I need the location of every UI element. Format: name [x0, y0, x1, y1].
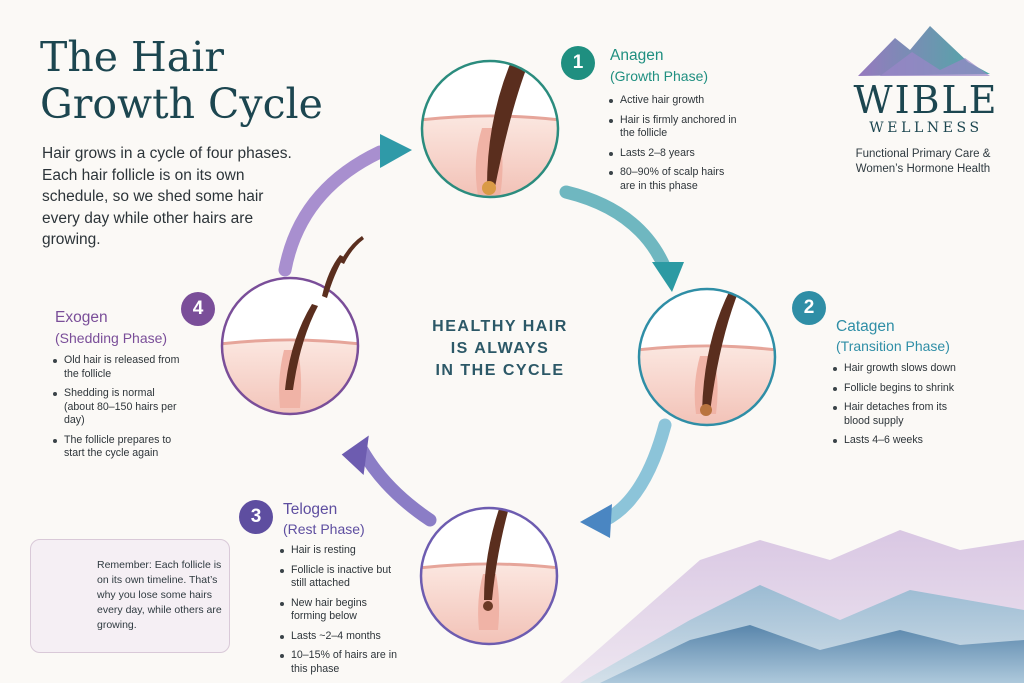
phase-4-number-badge: 4 [181, 292, 215, 326]
phase-1-name: Anagen [610, 47, 664, 64]
center-line-2: IS ALWAYS [450, 340, 550, 357]
phase-1-bullets: Active hair growth Hair is firmly anchor… [609, 94, 739, 199]
list-item: Active hair growth [609, 94, 739, 108]
follicle-anagen [420, 59, 560, 199]
list-item: Hair is firmly anchored in the follicle [609, 114, 739, 141]
follicle-catagen [637, 287, 777, 427]
list-item: Hair is resting [280, 544, 405, 558]
brand-tagline: Functional Primary Care & Women’s Hormon… [838, 147, 1008, 177]
list-item: Lasts 2–8 years [609, 147, 739, 161]
page-title: The Hair Growth Cycle [40, 34, 323, 128]
brand-wordmark: WIBLE [853, 78, 999, 122]
title-line-1: The Hair [40, 33, 224, 81]
phase-2-subtitle: (Transition Phase) [836, 338, 950, 354]
phase-3-number-badge: 3 [239, 500, 273, 534]
list-item: 10–15% of hairs are in this phase [280, 649, 405, 676]
brand-subname: WELLNESS [869, 120, 983, 136]
phase-1-number-badge: 1 [561, 46, 595, 80]
tagline-line-1: Functional Primary Care & [855, 148, 991, 160]
brand-logo-mark [858, 26, 990, 76]
follicle-telogen [419, 506, 559, 646]
reminder-callout: Remember: Each follicle is on its own ti… [30, 539, 230, 653]
list-item: Old hair is released from the follicle [53, 354, 183, 381]
list-item: 80–90% of scalp hairs are in this phase [609, 166, 739, 193]
phase-4-bullets: Old hair is released from the follicle S… [53, 354, 183, 467]
phase-4-subtitle: (Shedding Phase) [55, 330, 168, 346]
title-line-2: Growth Cycle [40, 80, 323, 128]
cycle-arrows [278, 145, 672, 527]
tagline-line-2: Women’s Hormone Health [855, 163, 991, 175]
arrow-heads [341, 134, 684, 538]
phase-3-subtitle: (Rest Phase) [283, 521, 365, 537]
phase-1-subtitle: (Growth Phase) [610, 68, 709, 84]
list-item: Shedding is normal (about 80–150 hairs p… [53, 387, 183, 428]
list-item: Follicle is inactive but still attached [280, 564, 405, 591]
phase-3-name: Telogen [283, 501, 338, 518]
list-item: Lasts ~2–4 months [280, 630, 405, 644]
phase-2-bullets: Hair growth slows down Follicle begins t… [833, 362, 973, 454]
list-item: Hair detaches from its blood supply [833, 401, 973, 428]
list-item: Follicle begins to shrink [833, 382, 973, 396]
center-message: HEALTHY HAIR IS ALWAYS IN THE CYCLE [413, 316, 587, 382]
center-line-3: IN THE CYCLE [435, 362, 565, 379]
list-item: New hair begins forming below [280, 597, 405, 624]
phase-4-name: Exogen [55, 309, 108, 326]
center-line-1: HEALTHY HAIR [432, 318, 568, 335]
intro-text: Hair grows in a cycle of four phases. Ea… [42, 145, 292, 248]
phase-3-bullets: Hair is resting Follicle is inactive but… [280, 544, 405, 682]
phase-2-number-badge: 2 [792, 291, 826, 325]
mountain-scenery [560, 530, 1024, 683]
reminder-text: Remember: Each follicle is on its own ti… [97, 559, 222, 631]
list-item: Hair growth slows down [833, 362, 973, 376]
phase-2-name: Catagen [836, 318, 895, 335]
list-item: The follicle prepares to start the cycle… [53, 434, 183, 461]
list-item: Lasts 4–6 weeks [833, 434, 973, 448]
